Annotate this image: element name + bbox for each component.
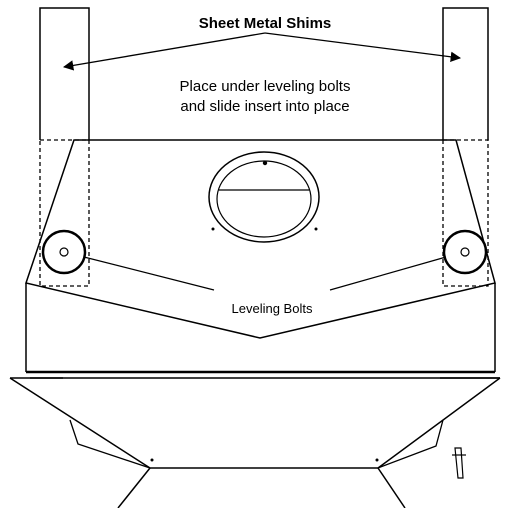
leveling-bolts-label: Leveling Bolts bbox=[232, 301, 313, 316]
left-shim bbox=[39, 7, 90, 287]
right-shim bbox=[442, 7, 489, 287]
instruction-line-1: Place under leveling bolts bbox=[180, 78, 351, 95]
insert-body bbox=[25, 139, 496, 374]
insert-base bbox=[9, 377, 501, 508]
right-leveling-bolt bbox=[442, 229, 488, 275]
left-leveling-bolt bbox=[41, 229, 87, 275]
bolt-leader-lines bbox=[83, 256, 447, 291]
flue-collar bbox=[208, 151, 320, 243]
shims-title: Sheet Metal Shims bbox=[199, 15, 332, 32]
instruction-line-2: and slide insert into place bbox=[180, 98, 349, 115]
shim-arrows bbox=[62, 32, 462, 71]
